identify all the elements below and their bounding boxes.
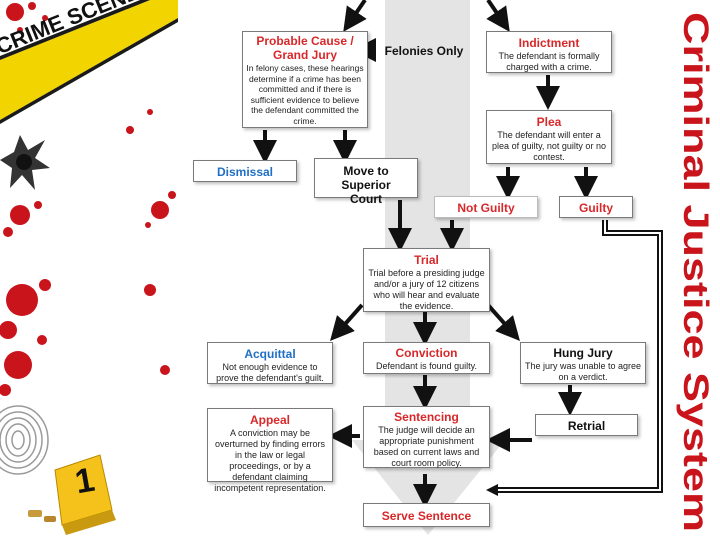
node-appeal: Appeal A conviction may be overturned by… (207, 408, 333, 493)
node-acquittal: Acquittal Not enough evidence to prove t… (207, 342, 333, 384)
node-indictment: Indictment The defendant is formally cha… (486, 31, 612, 73)
arrow-trial-hungjury (486, 303, 520, 341)
superior-court-label: Move to Superior Court (341, 164, 391, 206)
probable-cause-title: Probable Cause / Grand Jury (256, 34, 354, 62)
felonies-only-label: Felonies Only (384, 44, 464, 58)
node-dismissal: Dismissal (193, 160, 297, 182)
conviction-title: Conviction (395, 346, 458, 360)
hung-jury-text: The jury was unable to agree on a verdic… (524, 361, 642, 382)
node-sentencing: Sentencing The judge will decide an appr… (363, 406, 490, 468)
node-serve-sentence: Serve Sentence (363, 503, 490, 527)
guilty-label: Guilty (578, 201, 613, 215)
sentencing-title: Sentencing (394, 410, 459, 424)
evidence-marker-icon (54, 454, 116, 535)
node-trial: Trial Trial before a presiding judge and… (363, 248, 490, 312)
sentencing-text: The judge will decide an appropriate pun… (373, 425, 480, 468)
appeal-title: Appeal (249, 413, 290, 427)
arrow-top-left (343, 0, 367, 32)
arrow-trial-acquittal (330, 303, 364, 341)
acquittal-title: Acquittal (244, 347, 296, 361)
side-title: Criminal Justice System (676, 12, 715, 532)
appeal-text: A conviction may be overturned by findin… (214, 428, 326, 493)
node-probable-cause: Probable Cause / Grand Jury In felony ca… (242, 31, 368, 128)
acquittal-text: Not enough evidence to prove the defenda… (216, 362, 324, 383)
node-hung-jury: Hung Jury The jury was unable to agree o… (520, 342, 646, 384)
arrow-top-right (486, 0, 510, 32)
not-guilty-label: Not Guilty (457, 201, 515, 215)
hung-jury-title: Hung Jury (553, 346, 613, 360)
indictment-title: Indictment (518, 36, 580, 50)
conviction-text: Defendant is found guilty. (376, 361, 477, 371)
dismissal-label: Dismissal (216, 165, 274, 179)
node-superior-court: Move to Superior Court (314, 158, 418, 206)
node-not-guilty: Not Guilty (434, 196, 538, 218)
node-plea: Plea The defendant will enter a plea of … (486, 110, 612, 164)
indictment-text: The defendant is formally charged with a… (498, 51, 600, 72)
side-title-panel: Criminal Justice System (676, 6, 716, 534)
retrial-label: Retrial (567, 419, 606, 433)
serve-sentence-label: Serve Sentence (381, 509, 472, 523)
node-retrial: Retrial (535, 414, 638, 436)
plea-title: Plea (536, 115, 562, 129)
plea-text: The defendant will enter a plea of guilt… (492, 130, 606, 162)
fingerprint-icon (0, 405, 49, 475)
blood-splatter-icon (0, 2, 176, 396)
node-guilty: Guilty (559, 196, 633, 218)
trial-text: Trial before a presiding judge and/or a … (368, 268, 485, 311)
trial-title: Trial (414, 253, 439, 267)
probable-cause-text: In felony cases, these hearings determin… (246, 63, 364, 126)
node-conviction: Conviction Defendant is found guilty. (363, 342, 490, 374)
bullet-hole-icon (0, 135, 50, 190)
bullet-casing-icon (28, 510, 56, 522)
crime-scene-tape (0, 0, 178, 120)
